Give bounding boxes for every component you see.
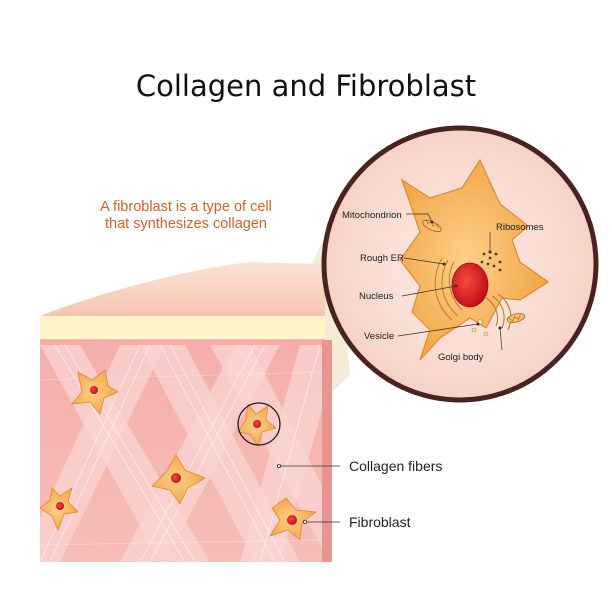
zoom-selection-circle	[237, 402, 281, 446]
label-rough-er: Rough ER	[360, 253, 404, 264]
caption-line-1: A fibroblast is a type of cell	[100, 199, 272, 215]
epidermis-layer	[40, 316, 325, 340]
tissue-fibroblast	[39, 487, 79, 532]
nucleus	[451, 262, 489, 308]
tissue-fibroblast	[237, 403, 277, 447]
label-ribosomes: Ribosomes	[496, 222, 544, 233]
label-collagen-fibers: Collagen fibers	[349, 458, 442, 474]
tissue-fibroblast	[71, 369, 119, 415]
tissue-fibroblast	[269, 497, 318, 541]
mitochondrion	[422, 218, 442, 232]
label-fibroblast: Fibroblast	[349, 514, 411, 530]
vesicles	[471, 319, 489, 337]
skin-surface	[40, 262, 325, 318]
diagram-title: Collagen and Fibroblast	[136, 69, 476, 103]
collagen-fiber	[240, 345, 322, 562]
caption-line-2: that synthesizes collagen	[105, 216, 267, 232]
tissue-fibroblast	[151, 454, 206, 505]
label-golgi-body: Golgi body	[438, 352, 484, 363]
golgi-body	[485, 293, 512, 331]
fibroblast-cell	[399, 158, 550, 361]
magnified-fibroblast-view: Mitochondrion Ribosomes Rough ER Nucleus…	[321, 125, 599, 403]
mitochondrion	[506, 313, 526, 323]
label-mitochondrion: Mitochondrion	[342, 210, 402, 221]
label-nucleus: Nucleus	[359, 291, 394, 302]
label-vesicle: Vesicle	[364, 331, 394, 342]
skin-tissue-block	[39, 262, 332, 562]
ribosomes	[480, 252, 502, 272]
